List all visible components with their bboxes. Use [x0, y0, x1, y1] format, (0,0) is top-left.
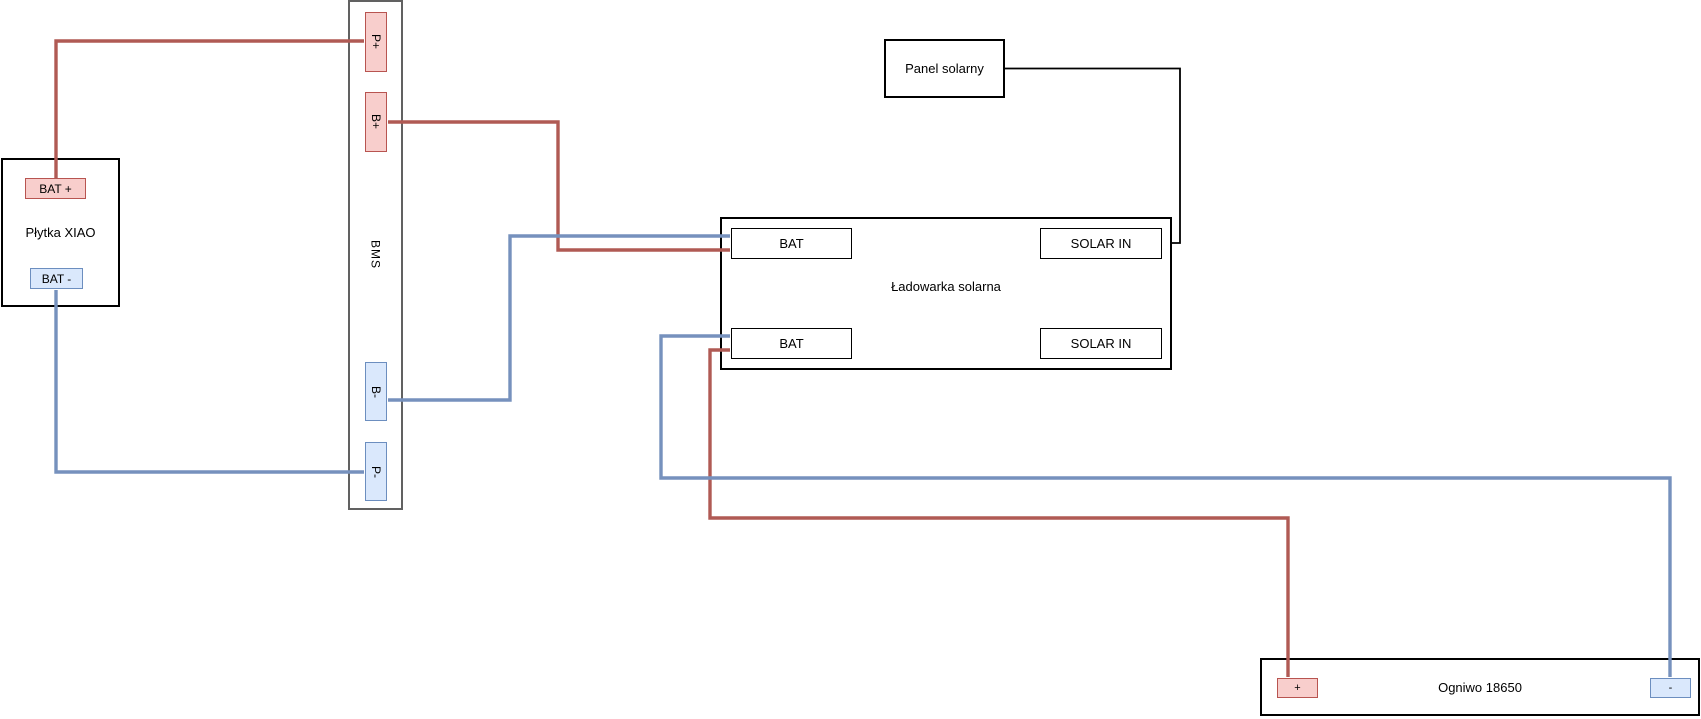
node-bms[interactable]: BMS	[348, 0, 403, 510]
terminal-bms-p-minus-label: P-	[369, 465, 383, 478]
terminal-xiao-bat-plus-label: BAT +	[39, 181, 72, 196]
wire-bms-bplus-to-charger-bat-top[interactable]	[388, 120, 730, 252]
terminal-charger-solar-in-bottom[interactable]: SOLAR IN	[1040, 328, 1162, 359]
terminal-bms-b-plus[interactable]: B+	[365, 92, 387, 152]
terminal-cell-plus-label: +	[1294, 682, 1301, 694]
terminal-bms-p-minus[interactable]: P-	[365, 442, 387, 501]
terminal-bms-p-plus-label: P+	[369, 34, 383, 50]
wire-charger-bat-bottom-to-cell-plus[interactable]	[708, 348, 1290, 677]
terminal-charger-solar-in-top[interactable]: SOLAR IN	[1040, 228, 1162, 259]
node-solar-charger-title: Ładowarka solarna	[891, 279, 1001, 294]
terminal-cell-plus[interactable]: +	[1277, 678, 1318, 698]
wire-bms-bminus-to-charger-bat-top[interactable]	[388, 234, 730, 402]
node-cell-18650[interactable]: Ogniwo 18650	[1260, 658, 1700, 716]
terminal-charger-solar-in-top-label: SOLAR IN	[1070, 236, 1132, 251]
node-bms-title: BMS	[368, 240, 383, 270]
terminal-xiao-bat-minus[interactable]: BAT -	[30, 268, 83, 289]
terminal-charger-bat-top[interactable]: BAT	[731, 228, 852, 259]
terminal-charger-bat-bottom[interactable]: BAT	[731, 328, 852, 359]
terminal-bms-p-plus[interactable]: P+	[365, 12, 387, 72]
terminal-bms-b-plus-label: B+	[369, 114, 383, 130]
node-solar-panel-title: Panel solarny	[905, 61, 984, 76]
terminal-bms-b-minus[interactable]: B-	[365, 362, 387, 421]
terminal-charger-bat-bottom-label: BAT	[779, 336, 804, 351]
terminal-xiao-bat-minus-label: BAT -	[41, 271, 72, 286]
node-cell-18650-title: Ogniwo 18650	[1438, 679, 1522, 695]
node-xiao-title: Płytka XIAO	[25, 225, 96, 240]
terminal-xiao-bat-plus[interactable]: BAT +	[25, 178, 86, 199]
terminal-charger-solar-in-bottom-label: SOLAR IN	[1070, 336, 1132, 351]
terminal-bms-b-minus-label: B-	[369, 385, 383, 398]
wire-xiao-batminus-to-bms-pminus[interactable]	[54, 290, 364, 474]
terminal-charger-bat-top-label: BAT	[779, 236, 804, 251]
terminal-cell-minus[interactable]: -	[1650, 678, 1691, 698]
wire-charger-bat-bottom-to-cell-minus[interactable]	[659, 334, 1672, 677]
node-solar-panel[interactable]: Panel solarny	[884, 39, 1005, 98]
terminal-cell-minus-label: -	[1668, 682, 1673, 694]
